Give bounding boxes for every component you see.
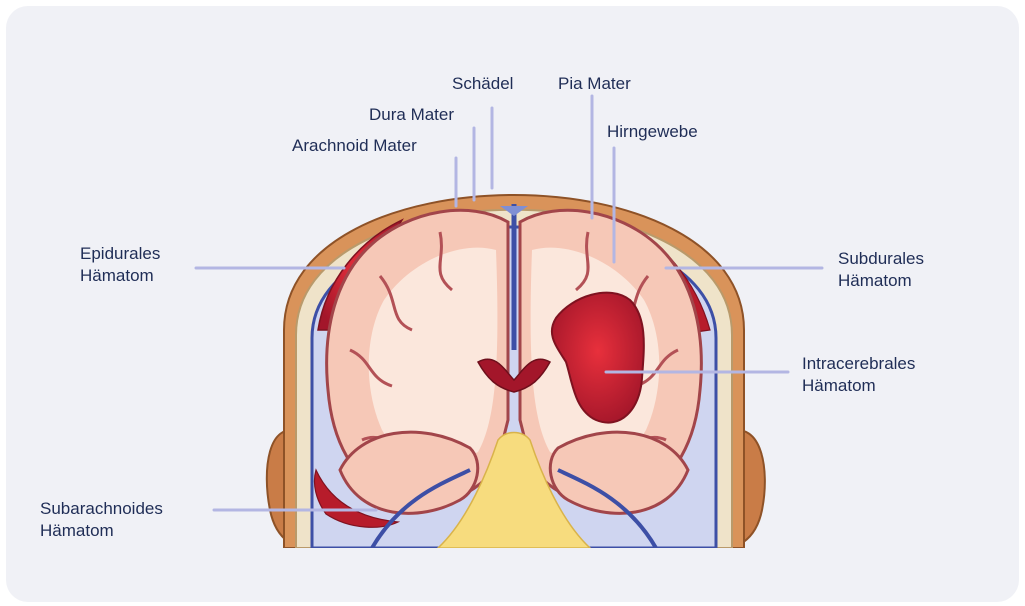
label-epidurales-line2: Hämatom <box>80 265 160 287</box>
label-schaedel: Schädel <box>452 73 513 95</box>
label-epidurales-hamatom: Epidurales Hämatom <box>80 243 160 287</box>
label-intracerebrales-line2: Hämatom <box>802 375 915 397</box>
label-subarachnoides-hamatom: Subarachnoides Hämatom <box>40 498 163 542</box>
label-subdurales-hamatom: Subdurales Hämatom <box>838 248 924 292</box>
label-subdurales-line1: Subdurales <box>838 248 924 270</box>
label-arachnoid-mater: Arachnoid Mater <box>292 135 417 157</box>
label-subarachnoides-line1: Subarachnoides <box>40 498 163 520</box>
label-intracerebrales-line1: Intracerebrales <box>802 353 915 375</box>
label-subdurales-line2: Hämatom <box>838 270 924 292</box>
label-pia-mater: Pia Mater <box>558 73 631 95</box>
label-hirngewebe: Hirngewebe <box>607 121 698 143</box>
label-epidurales-line1: Epidurales <box>80 243 160 265</box>
label-subarachnoides-line2: Hämatom <box>40 520 163 542</box>
label-dura-mater: Dura Mater <box>369 104 454 126</box>
label-intracerebrales-hamatom: Intracerebrales Hämatom <box>802 353 915 397</box>
